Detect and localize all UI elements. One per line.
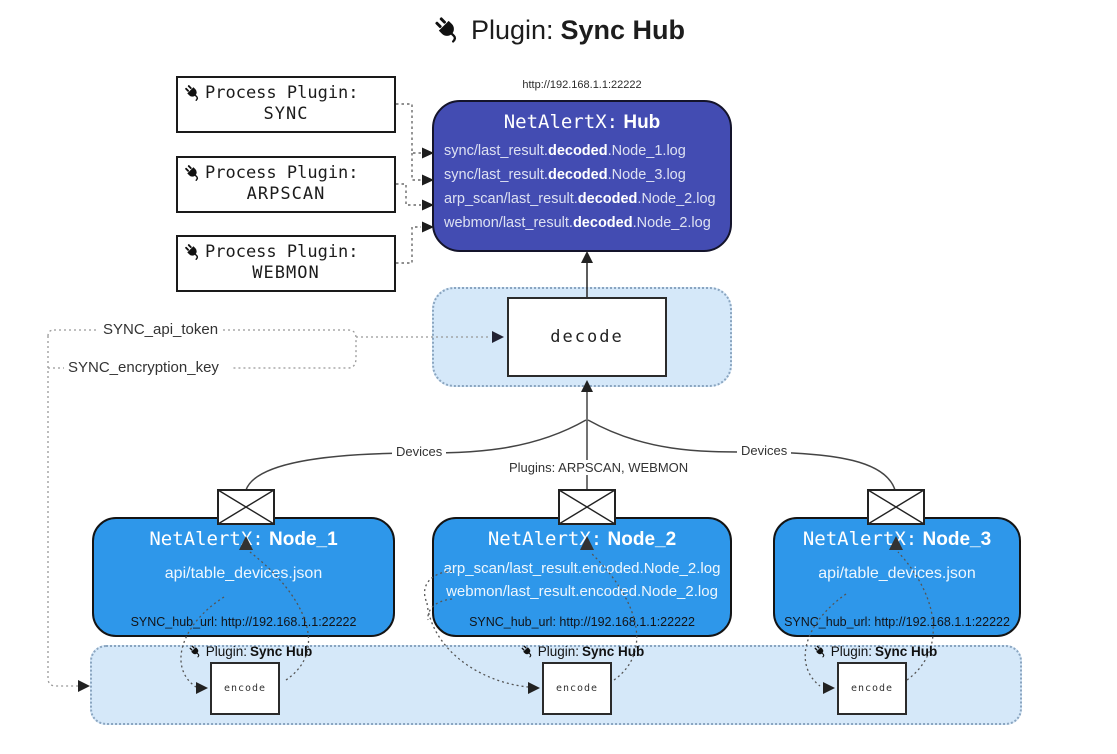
process-plugin-label: Process Plugin:	[205, 163, 359, 183]
process-plugin-arpscan: Process Plugin: ARPSCAN	[176, 156, 396, 213]
hub-log-line: sync/last_result.decoded.Node_3.log	[444, 167, 686, 183]
hub-log-line: webmon/last_result.decoded.Node_2.log	[444, 215, 711, 231]
encode-box: encode	[542, 662, 612, 715]
node-name: Node_2	[607, 529, 677, 550]
hub-box: NetAlertX: Hub sync/last_result.decoded.…	[432, 100, 732, 252]
node-file: webmon/last_result.encoded.Node_2.log	[446, 583, 718, 600]
title-label: Plugin:	[470, 14, 554, 45]
process-plugin-name: ARPSCAN	[246, 184, 326, 204]
node-file: api/table_devices.json	[164, 565, 323, 582]
sync-api-token-label: SYNC_api_token	[101, 321, 221, 338]
encoder-label: Plugin: Sync Hub	[165, 644, 335, 659]
edge-label-devices-right: Devices	[737, 443, 792, 458]
hub-prefix: NetAlertX:	[503, 111, 619, 133]
node-prefix: NetAlertX:	[149, 528, 264, 550]
plugin-to-hub-wires	[396, 103, 421, 264]
edge-label-plugins: Plugins: ARPSCAN, WEBMON	[505, 460, 693, 475]
plug-icon	[435, 17, 456, 43]
node-hub-url: SYNC_hub_url: http://192.168.1.1:22222	[469, 615, 695, 629]
node-1-box: NetAlertX: Node_1 api/table_devices.json…	[92, 517, 395, 637]
process-plugin-webmon: Process Plugin: WEBMON	[176, 235, 396, 292]
encode-panel-inlet-arrow	[78, 680, 90, 692]
hub-log-line: arp_scan/last_result.decoded.Node_2.log	[444, 191, 716, 207]
node-fan-wires	[245, 392, 896, 491]
decode-box: decode	[507, 297, 667, 377]
node-prefix: NetAlertX:	[802, 528, 918, 550]
node-name: Node_1	[269, 529, 338, 550]
process-plugin-label: Process Plugin:	[205, 83, 359, 103]
plug-icon	[521, 645, 531, 658]
encoder-label: Plugin: Sync Hub	[790, 644, 960, 659]
plug-icon	[185, 85, 199, 101]
sync-encryption-key-label: SYNC_encryption_key	[66, 359, 221, 376]
node-prefix: NetAlertX:	[487, 528, 603, 550]
hub-log-line: sync/last_result.decoded.Node_1.log	[444, 143, 686, 159]
process-plugin-name: WEBMON	[252, 263, 320, 283]
edge-label-devices-left: Devices	[392, 444, 447, 459]
page-title: Plugin: Sync Hub	[0, 14, 1117, 46]
hub-name: Hub	[623, 112, 661, 133]
title-name: Sync Hub	[560, 14, 686, 45]
plug-icon	[189, 645, 199, 658]
node-hub-url: SYNC_hub_url: http://192.168.1.1:22222	[130, 615, 357, 629]
node-3-box: NetAlertX: Node_3 api/table_devices.json…	[773, 517, 1021, 637]
node-hub-url: SYNC_hub_url: http://192.168.1.1:22222	[784, 615, 1010, 629]
encode-box: encode	[837, 662, 907, 715]
encode-box: encode	[210, 662, 280, 715]
node-2-box: NetAlertX: Node_2 arp_scan/last_result.e…	[432, 517, 732, 637]
process-plugin-sync: Process Plugin: SYNC	[176, 76, 396, 133]
plug-icon	[185, 165, 199, 181]
node-name: Node_3	[922, 529, 992, 550]
node-file: arp_scan/last_result.encoded.Node_2.log	[443, 560, 721, 577]
encoder-label: Plugin: Sync Hub	[497, 644, 667, 659]
process-plugin-name: SYNC	[263, 104, 309, 124]
plug-icon	[814, 645, 824, 658]
plug-icon	[185, 244, 199, 260]
hub-url: http://192.168.1.1:22222	[522, 79, 642, 91]
process-plugin-label: Process Plugin:	[205, 242, 359, 262]
node-file: api/table_devices.json	[818, 565, 976, 582]
